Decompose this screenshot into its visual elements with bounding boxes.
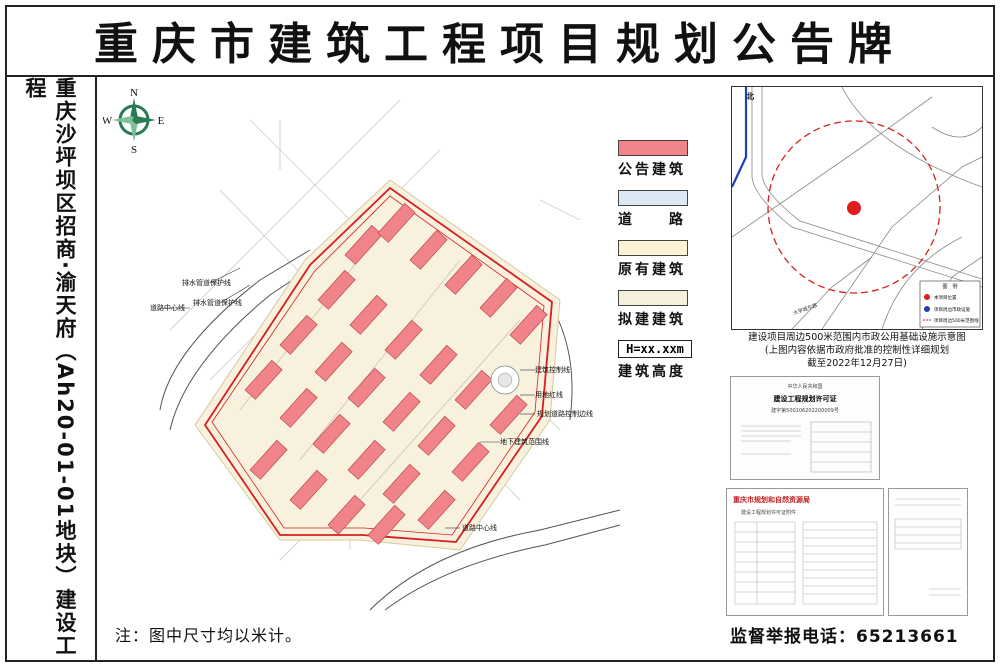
- page-title: 重庆市建筑工程项目规划公告牌: [5, 5, 995, 77]
- compass-e: E: [158, 115, 165, 127]
- legend-swatch: [618, 290, 688, 306]
- label-underground: 地下建筑范围线: [500, 437, 549, 446]
- footnote: 注：图中尺寸均以米计。: [115, 626, 303, 645]
- svg-text:项目周边市政设施: 项目周边市政设施: [934, 306, 970, 313]
- label-road-center-bottom: 道路中心线: [462, 523, 497, 532]
- legend-item-notice-building: 公告建筑: [618, 140, 718, 179]
- site-plan: 排水管道保护线 排水管道保护线 道路中心线 建筑控制线 用地红线 规划道路控制边…: [150, 99, 621, 611]
- svg-text:项目周边500米范围线: 项目周边500米范围线: [934, 317, 979, 324]
- label-building-control: 建筑控制线: [535, 365, 570, 374]
- legend-item-proposed-building: 拟建建筑: [618, 290, 718, 329]
- project-name: 重庆沙坪坝区招商·渝天府（Ah20-01-01地块）建设工程: [23, 77, 77, 658]
- legend-item-road: 道 路: [618, 190, 718, 229]
- label-drain-2: 排水管道保护线: [193, 298, 242, 307]
- legend-swatch: [618, 190, 688, 206]
- legend: 公告建筑 道 路 原有建筑 拟建建筑 H=xx.xxm 建筑高度: [618, 140, 718, 392]
- label-drain-1: 排水管道保护线: [182, 278, 231, 287]
- legend-item-height: H=xx.xxm 建筑高度: [618, 340, 718, 381]
- report-phone: 监督举报电话：65213661: [730, 627, 959, 647]
- label-road-control: 规划道路控制边线: [537, 409, 593, 418]
- compass-icon: N S W E: [103, 88, 165, 154]
- map-caption: 建设项目周边500米范围内市政公用基础设施示意图 (上图内容依据市政府批准的控制…: [748, 332, 966, 369]
- surrounding-facilities-map: 北 大学城东路 图 例 本项目位置 项目周边市政设施 项目周边500米范围线: [731, 86, 983, 330]
- compass-s: S: [131, 144, 137, 154]
- planning-permit-document: 中华人民共和国 建设工程规划许可证 建字第500106202200009号: [730, 376, 880, 480]
- legend-item-existing-building: 原有建筑: [618, 240, 718, 279]
- legend-swatch: [618, 140, 688, 156]
- board-frame: [5, 5, 995, 662]
- project-name-column: 重庆沙坪坝区招商·渝天府（Ah20-01-01地块）建设工程: [5, 77, 97, 662]
- label-road-center-left: 道路中心线: [150, 303, 185, 312]
- svg-text:本项目位置: 本项目位置: [934, 294, 957, 301]
- height-box: H=xx.xxm: [618, 340, 692, 358]
- compass-w: W: [103, 115, 113, 127]
- legend-swatch: [618, 240, 688, 256]
- map-north-label: 北: [746, 91, 754, 101]
- map-legend: 图 例 本项目位置 项目周边市政设施 项目周边500米范围线: [919, 280, 981, 328]
- permit-attachment-document: 重庆市规划和自然资源局 建设工程规划许可证附件: [726, 488, 884, 616]
- label-land-red: 用地红线: [535, 390, 563, 399]
- svg-text:图 例: 图 例: [942, 283, 957, 290]
- permit-appendix-document: [888, 488, 968, 616]
- compass-n: N: [130, 88, 138, 99]
